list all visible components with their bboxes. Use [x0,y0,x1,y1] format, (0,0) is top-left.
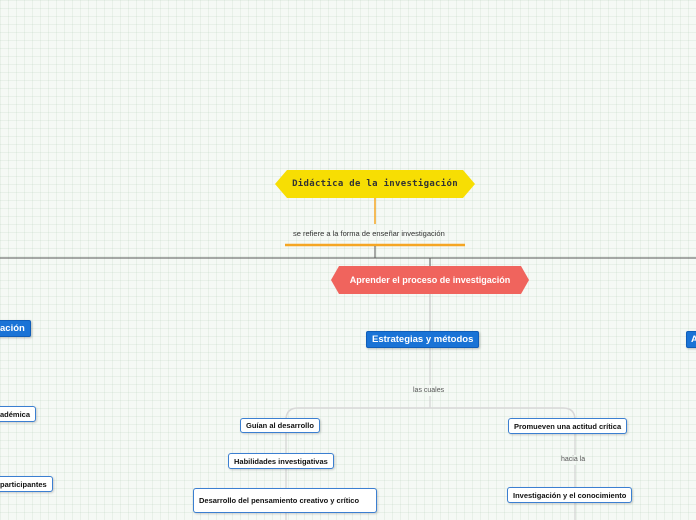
subtopic-guian[interactable]: Guían al desarrollo [240,418,320,433]
left-subtopic-academica[interactable]: adémica [0,406,37,422]
subtopic-habilidades[interactable]: Habilidades investigativas [228,453,334,469]
subtopic-pensamiento[interactable]: Desarrollo del pensamiento creativo y cr… [193,488,377,513]
relation-label[interactable]: se refiere a la forma de enseñar investi… [293,229,445,238]
subtopic-investigacion[interactable]: Investigación y el conocimiento [507,487,633,503]
root-topic[interactable]: Didáctica de la investigación [275,170,475,198]
strategies-link-label: las cuales [413,387,445,394]
subtopic-actitud[interactable]: Promueven una actitud crítica [508,418,628,434]
strategies-topic[interactable]: Estrategias y métodos [366,331,480,348]
left-subtopic-participantes[interactable]: participantes [0,476,53,492]
left-main-topic[interactable]: ación [0,320,31,337]
right-main-topic[interactable]: A [686,331,696,348]
center-topic[interactable]: Aprender el proceso de investigación [331,266,529,294]
right-link-label: hacia la [561,456,586,463]
